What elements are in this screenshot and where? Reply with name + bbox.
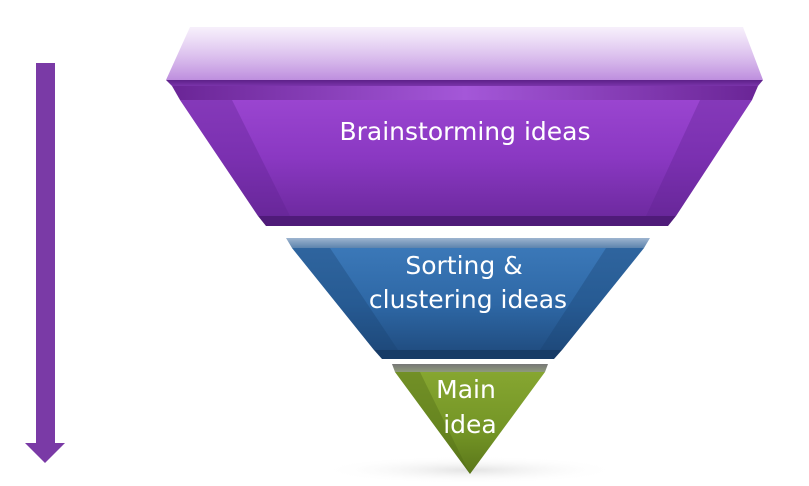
funnel-layer-top: Brainstorming ideas xyxy=(166,27,763,226)
down-arrow-icon xyxy=(25,63,65,463)
middle-layer-rim xyxy=(286,238,650,248)
top-layer-rim xyxy=(166,80,763,86)
bottom-layer-rim xyxy=(392,364,548,372)
top-layer-left-side xyxy=(180,100,290,216)
top-layer-label-line: Brainstorming ideas xyxy=(339,117,590,146)
funnel-layer-bottom: Main idea xyxy=(392,364,548,474)
bottom-layer-label: Main idea xyxy=(436,375,504,439)
middle-layer-lip xyxy=(374,350,562,359)
middle-layer-left-side xyxy=(292,248,398,350)
middle-layer-label-line-1: Sorting & xyxy=(405,251,522,280)
middle-layer-label-line-2: clustering ideas xyxy=(369,285,567,314)
middle-layer-face xyxy=(292,248,644,350)
funnel-layer-middle: Sorting & clustering ideas xyxy=(286,238,650,359)
bottom-layer-label-line-1: Main xyxy=(436,375,496,404)
bottom-layer-label-line-2: idea xyxy=(443,410,497,439)
top-layer-label: Brainstorming ideas xyxy=(339,117,590,146)
top-layer-lip xyxy=(258,216,676,226)
bottom-layer-face xyxy=(395,372,545,474)
top-layer-lid xyxy=(166,27,763,80)
bottom-layer-left-side xyxy=(395,372,470,474)
top-layer-bevel xyxy=(172,86,758,100)
middle-layer-label: Sorting & clustering ideas xyxy=(369,251,567,314)
top-layer-right-side xyxy=(646,100,752,216)
arrow-head xyxy=(25,443,65,463)
middle-layer-right-side xyxy=(540,248,644,350)
arrow-shaft xyxy=(36,63,55,445)
funnel: Brainstorming ideas Sorting & clustering… xyxy=(166,27,763,484)
top-layer-face xyxy=(180,100,752,216)
